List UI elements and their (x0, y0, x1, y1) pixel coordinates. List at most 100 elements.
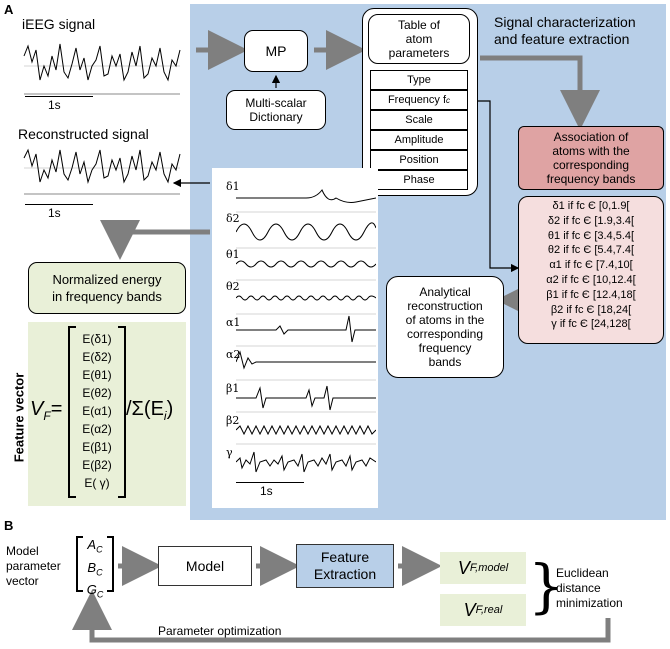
band-scale-bar (236, 482, 304, 483)
vf-real-sub: F,real (475, 604, 503, 616)
analytical-line-4: corresponding (406, 327, 484, 341)
vector-item: E(α2) (82, 422, 112, 436)
model-param-line-1: Model (6, 544, 39, 558)
band-label-theta1: θ1 (226, 248, 240, 261)
atom-table-title-2: atom (405, 32, 433, 46)
normalized-energy-box: Normalized energy in frequency bands (28, 262, 186, 314)
atom-row-scale-label: Scale (405, 114, 433, 126)
panel-a-label: A (4, 2, 14, 17)
atom-row-frequency-label: Frequency f (387, 94, 447, 106)
band-rule: θ1 if fc Є [3.4,5.4[ (547, 229, 635, 242)
ieeg-scale-label: 1s (48, 98, 61, 112)
atom-row-phase: Phase (370, 170, 468, 190)
feature-vector-label: Feature vector (11, 372, 27, 463)
band-label-beta1: β1 (226, 382, 240, 395)
euclid-line-1: Euclidean (556, 566, 609, 580)
vector-item: E(θ1) (82, 368, 112, 382)
association-box: Association of atoms with the correspond… (518, 126, 664, 190)
signal-char-line-2: and feature extraction (494, 31, 630, 47)
vector-item: E(δ2) (82, 350, 112, 364)
model-box: Model (158, 546, 252, 586)
atom-table-title: Table of atom parameters (368, 14, 470, 64)
dictionary-box: Multi-scalar Dictionary (226, 90, 326, 130)
band-rules-box: δ1 if fc Є [0,1.9[ δ2 if fc Є [1.9,3.4[ … (518, 196, 664, 344)
analytical-line-6: bands (428, 355, 462, 369)
vector-item: E(θ2) (82, 386, 112, 400)
band-scale-label: 1s (260, 484, 273, 498)
association-line-1: Association of (553, 130, 629, 144)
atom-row-type-label: Type (407, 74, 431, 86)
vf-label: VF= (30, 398, 63, 423)
euclid-label: Euclidean distance minimization (556, 566, 623, 611)
atom-row-type: Type (370, 70, 468, 90)
vector-item: E(δ1) (82, 332, 112, 346)
vector-brackets: E(δ1) E(δ2) E(θ1) E(θ2) E(α1) E(α2) E(β1… (68, 326, 126, 498)
atom-row-phase-label: Phase (403, 174, 435, 186)
model-param-label: Model parameter vector (6, 544, 61, 589)
feature-extraction-box: Feature Extraction (296, 544, 394, 588)
normalized-line-1: Normalized energy (52, 272, 162, 287)
mp-box: MP (244, 30, 308, 72)
atom-table-title-3: parameters (388, 46, 450, 60)
vf-letter: V (30, 398, 44, 420)
band-label-gamma: γ (226, 446, 233, 459)
analytical-box: Analytical reconstruction of atoms in th… (386, 276, 504, 378)
vf-real-letter: V (463, 599, 476, 620)
param-vector: AC BC GC (76, 536, 114, 600)
euclid-line-3: minimization (556, 596, 623, 610)
model-label: Model (185, 558, 225, 574)
band-label-beta2: β2 (226, 414, 240, 427)
band-rule: α1 if fc Є [7.4,10[ (549, 259, 633, 272)
band-rule: δ2 if fc Є [1.9,3.4[ (547, 214, 635, 227)
analytical-line-2: reconstruction (407, 299, 483, 313)
analytical-line-1: Analytical (419, 285, 471, 299)
param-a: AC (87, 537, 103, 555)
band-label-alpha1: α1 (226, 316, 241, 329)
band-rule: γ if fc Є [24,128[ (551, 318, 631, 331)
band-rule: α2 if fc Є [10,12.4[ (546, 273, 636, 286)
param-g: GC (86, 582, 104, 600)
band-rule: β2 if fc Є [18,24[ (550, 303, 632, 316)
brace: } (528, 552, 565, 620)
signal-char-line-1: Signal characterization (494, 14, 636, 30)
association-line-2: atoms with the (552, 144, 630, 158)
model-param-line-2: parameter (6, 559, 61, 573)
recon-scale-bar (25, 204, 93, 205)
band-rule: β1 if fc Є [12.4,18[ (546, 288, 636, 301)
association-line-4: frequency bands (546, 172, 636, 186)
atom-row-frequency-sub: c (446, 95, 451, 105)
vf-sub: F (43, 409, 51, 423)
normalized-line-2: in frequency bands (52, 289, 162, 304)
analytical-line-3: of atoms in the (405, 313, 485, 327)
atom-row-position-label: Position (399, 154, 439, 166)
vf-model-sub: F,model (469, 562, 509, 574)
vector-items: E(δ1) E(δ2) E(θ1) E(θ2) E(α1) E(α2) E(β1… (70, 330, 124, 492)
signal-char-title: Signal characterization and feature extr… (494, 14, 664, 48)
atom-row-position: Position (370, 150, 468, 170)
param-b: BC (87, 559, 103, 578)
band-label-alpha2: α2 (226, 348, 241, 361)
dictionary-line-2: Dictionary (249, 110, 303, 124)
vector-item: E(β1) (82, 440, 112, 454)
band-waveforms (236, 189, 376, 473)
mp-label: MP (265, 43, 287, 59)
sum-sub: i (163, 409, 167, 423)
analytical-line-5: frequency (418, 341, 472, 355)
band-label-delta1: δ1 (226, 180, 240, 193)
band-rule: δ1 if fc Є [0,1.9[ (552, 200, 630, 212)
sum-text: /Σ(E (126, 398, 164, 420)
atom-row-amplitude-label: Amplitude (394, 134, 444, 146)
band-waveforms-panel (212, 168, 378, 508)
feature-extraction-line-2: Extraction (313, 566, 377, 582)
dictionary-line-1: Multi-scalar (245, 96, 307, 110)
vector-item: E( γ) (84, 476, 110, 490)
vf-model-letter: V (457, 557, 470, 578)
band-rule: θ2 if fc Є [5.4,7.4[ (547, 244, 635, 257)
recon-scale-label: 1s (48, 206, 61, 220)
recon-title: Reconstructed signal (18, 126, 149, 142)
band-label-delta2: δ2 (226, 212, 240, 225)
band-label-theta2: θ2 (226, 280, 240, 293)
